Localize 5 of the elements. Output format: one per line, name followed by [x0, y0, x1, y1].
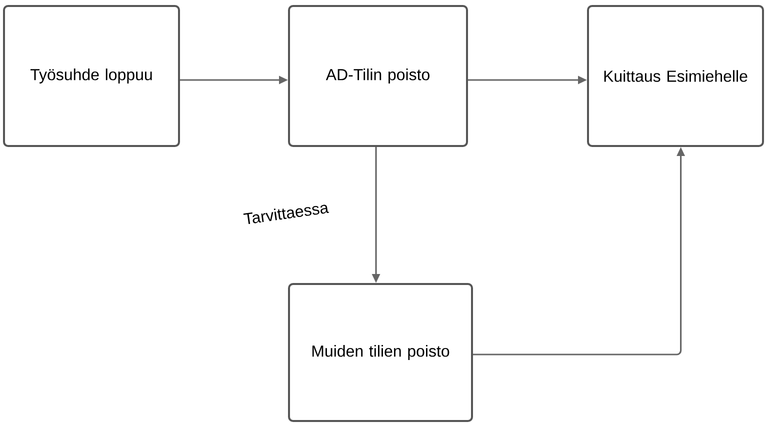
process-box: Kuittaus Esimiehelle — [587, 5, 764, 147]
process-box: AD-Tilin poisto — [288, 5, 468, 147]
edge-label: Tarvittaessa — [242, 200, 330, 226]
process-box: Muiden tilien poisto — [288, 283, 473, 422]
process-box: Työsuhde loppuu — [3, 5, 180, 147]
